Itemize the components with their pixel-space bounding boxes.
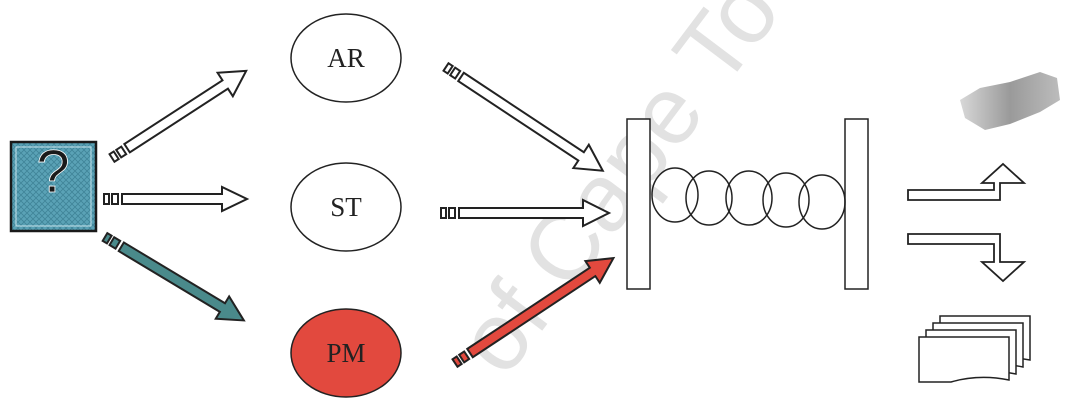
question-mark-icon: ? bbox=[36, 138, 69, 205]
arrow-box-to-pm bbox=[101, 231, 246, 322]
arrow-pm-to-mechanism bbox=[451, 256, 616, 369]
arrow-box-to-ar bbox=[108, 69, 248, 164]
node-pm-label: PM bbox=[326, 338, 365, 368]
arrow-st-to-mechanism bbox=[440, 198, 612, 228]
spring-mechanism bbox=[626, 118, 869, 290]
node-st: ST bbox=[290, 162, 402, 252]
arrow-ar-to-mechanism bbox=[442, 61, 605, 172]
node-ar-label: AR bbox=[327, 43, 365, 73]
document-stack-icon bbox=[918, 315, 1031, 383]
up-turn-arrow-icon bbox=[907, 162, 1027, 201]
arrow-box-to-st bbox=[103, 185, 250, 213]
down-turn-arrow-icon bbox=[907, 233, 1027, 283]
ribbon-image-icon bbox=[960, 72, 1060, 130]
node-pm: PM bbox=[290, 308, 402, 398]
coil-spring bbox=[651, 167, 846, 230]
node-ar: AR bbox=[290, 13, 402, 103]
question-box: ? bbox=[9, 138, 98, 233]
node-st-label: ST bbox=[330, 192, 362, 222]
left-plate bbox=[626, 118, 651, 290]
right-plate bbox=[844, 118, 869, 290]
